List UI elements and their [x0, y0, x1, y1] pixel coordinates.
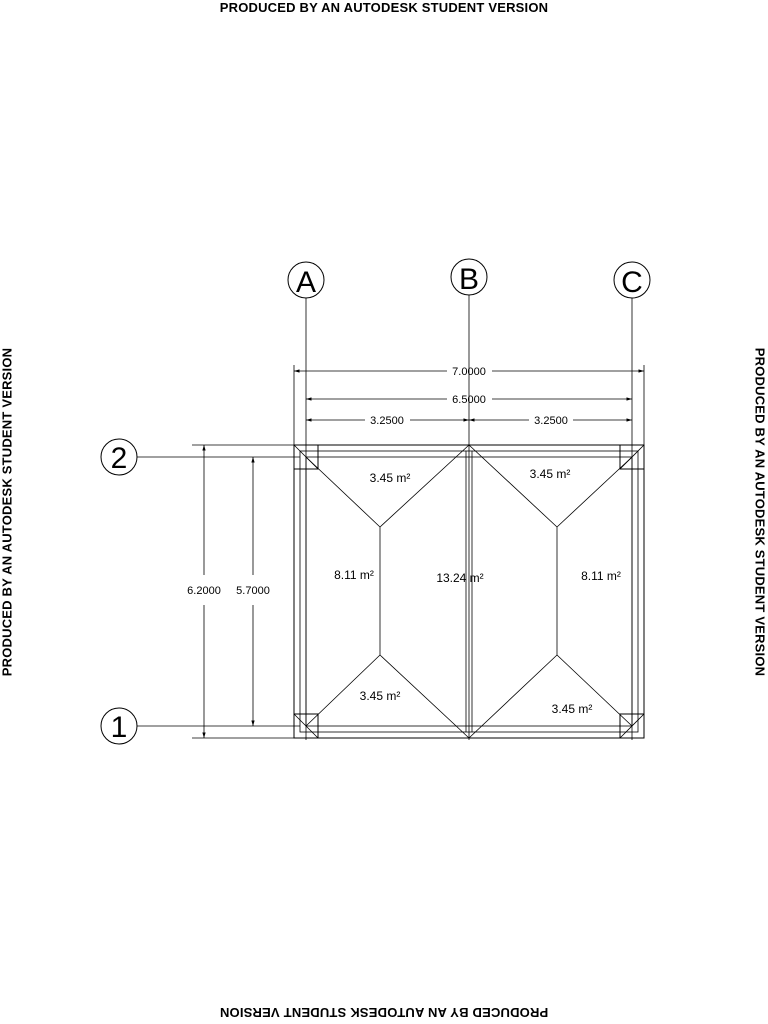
tributary-lines-left-bay	[305, 444, 470, 739]
tributary-lines-right-bay	[468, 444, 633, 739]
area-label-left-side: 8.11 m²	[334, 568, 374, 582]
area-label-left-top: 3.45 m²	[370, 471, 411, 485]
area-label-right-bottom: 3.45 m²	[552, 702, 593, 716]
dimension-bay-right: 3.2500	[469, 415, 632, 427]
dimension-text-bay-right: 3.2500	[534, 415, 568, 427]
dimension-text-axis-width: 6.5000	[452, 394, 486, 406]
grid-label-1: 1	[111, 711, 128, 744]
watermark-top: PRODUCED BY AN AUTODESK STUDENT VERSION	[219, 0, 549, 15]
dimension-text-overall-width: 7.0000	[452, 366, 486, 378]
dimension-overall-width: 7.0000	[293, 365, 645, 445]
grid-row-2: 2	[100, 438, 300, 476]
grid-label-a: A	[296, 266, 316, 299]
grid-column-b: B	[450, 258, 488, 740]
area-label-center: 13.24 m²	[436, 571, 483, 585]
grid-label-b: B	[459, 263, 479, 296]
dimension-axis-height: 5.7000	[236, 457, 270, 726]
grid-row-1: 1	[100, 707, 300, 745]
dimension-overall-height: 6.2000	[187, 444, 295, 739]
area-label-right-top: 3.45 m²	[530, 467, 571, 481]
grid-label-c: C	[621, 266, 643, 299]
dimension-axis-width: 6.5000	[306, 394, 632, 406]
area-label-left-bottom: 3.45 m²	[360, 689, 401, 703]
dimension-bay-left: 3.2500	[306, 415, 469, 427]
dimension-text-axis-height: 5.7000	[236, 585, 270, 597]
grid-label-2: 2	[111, 442, 128, 475]
area-label-right-side: 8.11 m²	[581, 569, 621, 583]
dimension-text-overall-height: 6.2000	[187, 585, 221, 597]
dimension-text-bay-left: 3.2500	[370, 415, 404, 427]
